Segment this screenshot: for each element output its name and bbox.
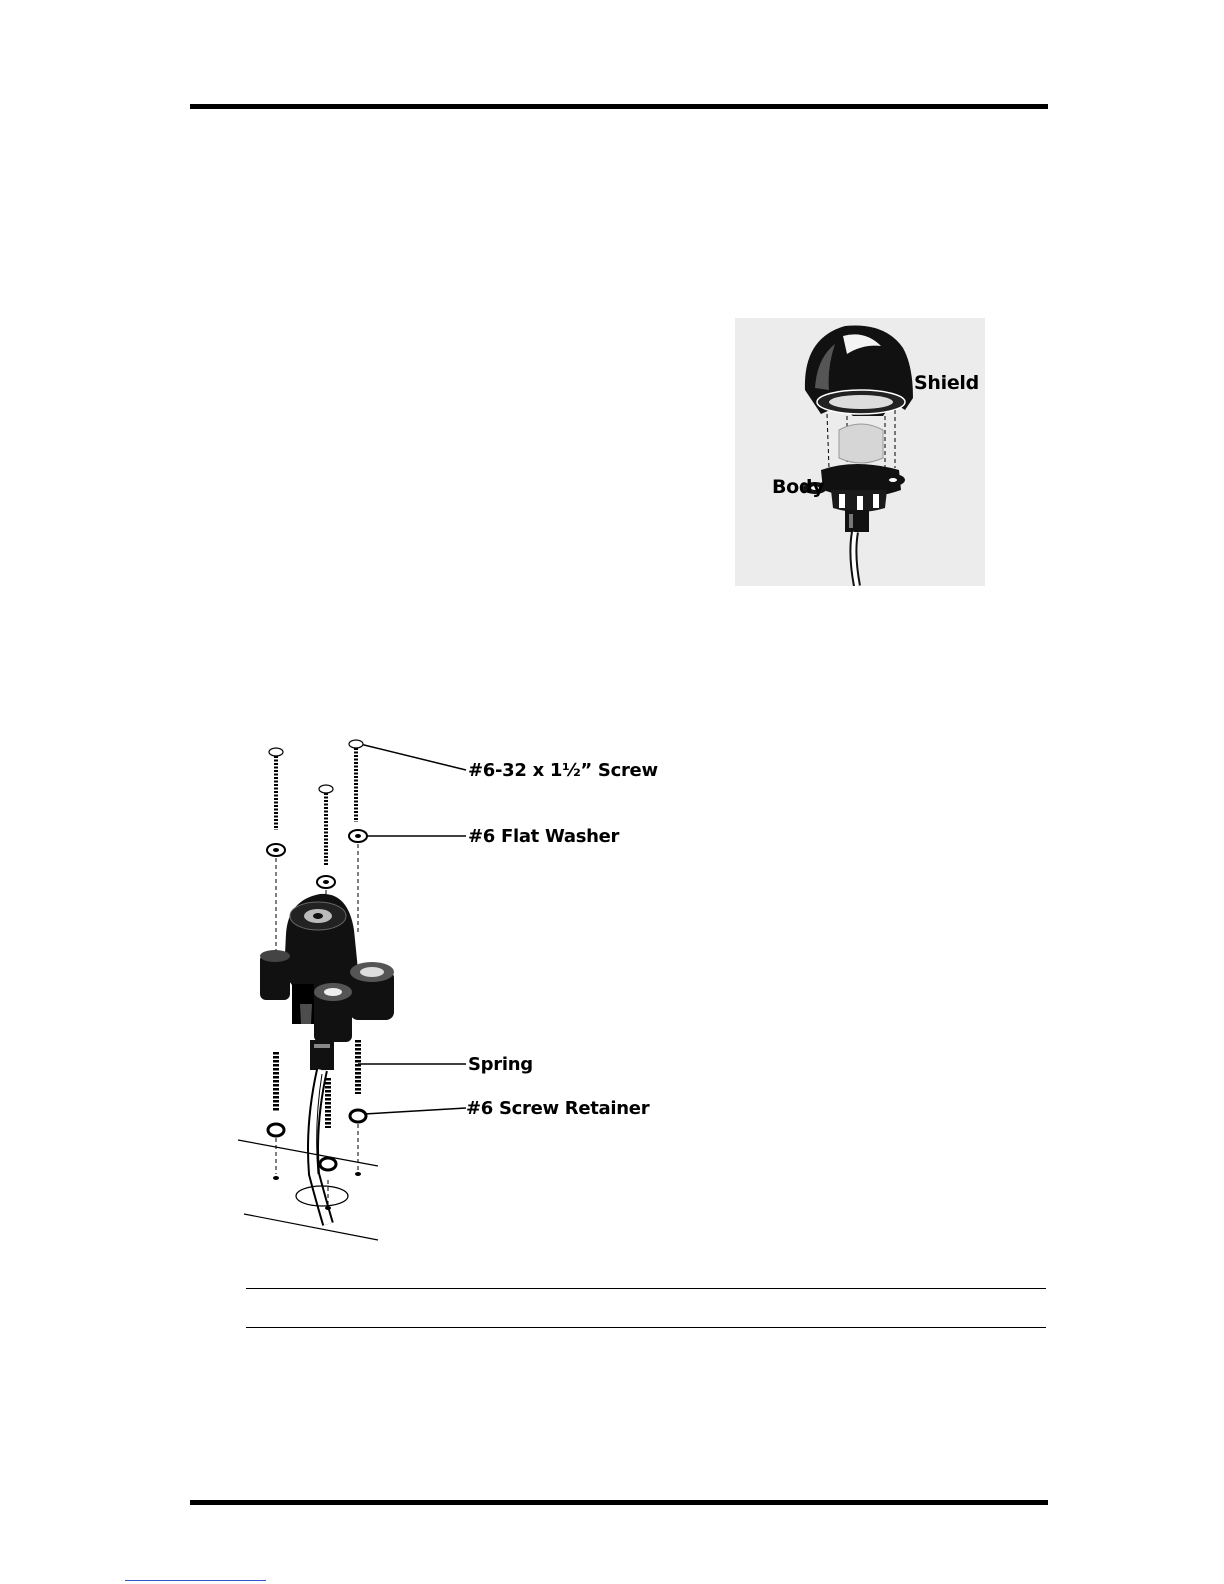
screw-label: #6-32 x 1½” Screw — [468, 760, 658, 781]
section-rule-top — [246, 1288, 1046, 1289]
body-label: Body — [772, 476, 824, 498]
shield-label: Shield — [914, 372, 979, 394]
section-rule-bottom — [246, 1327, 1046, 1328]
flat-washer-label: #6 Flat Washer — [468, 826, 619, 847]
header-rule — [190, 104, 1048, 109]
shield-body-illustration — [735, 318, 985, 586]
screw-retainer-label: #6 Screw Retainer — [466, 1098, 649, 1119]
footer-link-underline — [125, 1580, 266, 1581]
spring-label: Spring — [468, 1054, 533, 1075]
footer-rule — [190, 1500, 1048, 1505]
mounting-assembly-illustration — [230, 734, 650, 1246]
